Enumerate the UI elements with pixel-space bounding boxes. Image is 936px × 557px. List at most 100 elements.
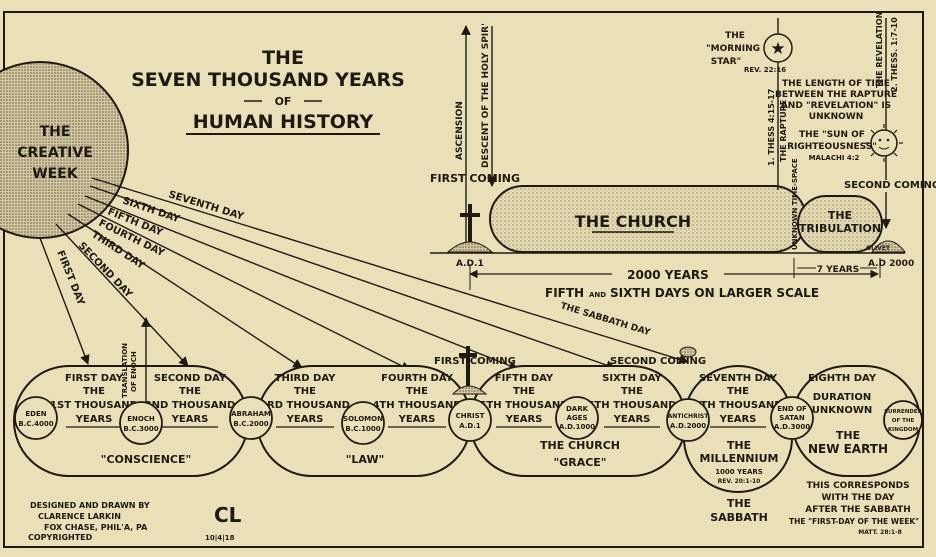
morning-star-ref: REV. 22:16 (744, 66, 786, 74)
millennium-ref: REV. 20:1-10 (718, 478, 761, 485)
ray-label-first: FIRST DAY (54, 249, 86, 308)
solomon-name: SOLOMON (343, 415, 383, 423)
credit-line4: COPYRIGHTED (28, 533, 93, 542)
day8-l3: UNKNOWN (812, 405, 873, 416)
translation-line2: OF ENOCH (130, 351, 138, 392)
surrender-name2: OF THE (892, 418, 915, 424)
node-dark-ages (555, 396, 599, 440)
ray-sixth (89, 185, 616, 370)
revelation-label: THE REVELATION (875, 12, 884, 88)
translation-line1: TRANSLATION (121, 343, 129, 398)
credit-line1: DESIGNED AND DRAWN BY (30, 501, 150, 510)
day8-l2: DURATION (813, 392, 872, 403)
end-satan-name1: END OF (777, 405, 807, 413)
day5-l3: 5TH THOUSAND (479, 400, 568, 411)
credit-line3: FOX CHASE, PHIL'A, PA (44, 523, 148, 532)
new-earth-line1: THE (836, 429, 860, 442)
sun-icon (870, 129, 898, 157)
day3-l1: THIRD DAY (275, 373, 336, 384)
end-satan-date: A.D.3000 (774, 423, 810, 431)
enoch-name: ENOCH (127, 415, 155, 423)
day7-l4: YEARS (719, 414, 757, 425)
end-satan-name2: SATAN (779, 414, 805, 422)
unknown-space-label: UNKNOWN TIME-SPACE (791, 158, 799, 250)
star-icon: ★ (770, 39, 785, 59)
ray-third (67, 213, 303, 369)
day2-l4: YEARS (171, 414, 209, 425)
day5-l2: THE (513, 386, 535, 397)
dark-ages-name2: AGES (567, 414, 588, 422)
sun-line2: RIGHTEOUSNESS" (787, 142, 877, 152)
ray-first (39, 237, 90, 365)
sun-rays-icon (865, 124, 903, 162)
day1-l2: THE (83, 386, 105, 397)
church-lower-label: THE CHURCH (540, 439, 620, 452)
era-nodes (14, 396, 923, 445)
ray-second (55, 223, 189, 367)
corr-line2: WITH THE DAY (821, 493, 895, 503)
conscience-label: "CONSCIENCE" (101, 453, 192, 466)
creative-week-line3: WEEK (32, 166, 79, 182)
grace-label: "GRACE" (553, 456, 606, 469)
tribulation-line1: THE (828, 209, 852, 222)
morning-star-line1: THE (725, 31, 745, 41)
length-line1: THE LENGTH OF TIME (782, 79, 890, 89)
second-coming-upper: SECOND COMING (844, 180, 936, 191)
day6-l2: THE (621, 386, 643, 397)
creative-week-line1: THE (40, 124, 71, 140)
church-label: THE CHURCH (575, 212, 691, 231)
revelation-ref: 2. THESS. 1:7-10 (890, 17, 899, 92)
ascension-label: ASCENSION (455, 101, 465, 160)
years7-label: 7 YEARS (817, 265, 859, 275)
second-coming-lower: SECOND COMING (610, 356, 706, 367)
title-line4: HUMAN HISTORY (193, 111, 374, 133)
olivet-mount (871, 240, 907, 253)
length-line2: BETWEEN THE RAPTURE (775, 90, 897, 100)
day2-l3: 2ND THOUSAND (145, 400, 236, 411)
day4-l2: THE (406, 386, 428, 397)
day6-l4: YEARS (613, 414, 651, 425)
abraham-name: ABRAHAM (231, 410, 271, 418)
morning-star-circle (763, 33, 793, 63)
first-coming-lower: FIRST COMING (434, 356, 516, 367)
node-eden (14, 396, 58, 440)
years2000-label: 2000 YEARS (627, 268, 709, 282)
dark-ages-date: A.D.1000 (559, 423, 595, 431)
fifth-sixth-b: SIXTH DAYS ON LARGER SCALE (610, 286, 819, 300)
tribulation-pill (797, 195, 883, 253)
descent-label: DESCENT OF THE HOLY SPIR' (481, 23, 491, 168)
day1-l4: YEARS (75, 414, 113, 425)
corr-line3: AFTER THE SABBATH (805, 505, 911, 515)
thess-label: 1. THESS 4:15-17 (767, 89, 776, 166)
node-surrender (883, 400, 923, 440)
abraham-date: B.C.2000 (233, 420, 268, 428)
title-line1: THE (262, 47, 304, 69)
antichrist-name: ANTICHRIST (668, 413, 710, 420)
millennium-line1: THE (727, 439, 751, 452)
day4-l4: YEARS (398, 414, 436, 425)
surrender-name1: SURRENDER (884, 409, 923, 415)
millennium-line3: 1000 YEARS (715, 468, 763, 476)
antichrist-date: A.D.2000 (670, 422, 706, 430)
fifth-sixth-and: AND (589, 291, 606, 299)
credit-line2: CLARENCE LARKIN (38, 512, 121, 521)
rapture-label: THE RAPTURE (779, 100, 788, 162)
eden-name: EDEN (25, 410, 46, 418)
cross-lower (466, 346, 470, 386)
day7-l2: THE (727, 386, 749, 397)
day5-l1: FIFTH DAY (495, 373, 554, 384)
day4-l1: FOURTH DAY (381, 373, 453, 384)
credit-date: 10|4|18 (205, 534, 235, 543)
eden-date: B.C.4000 (18, 420, 53, 428)
dark-ages-name1: DARK (566, 405, 589, 413)
node-abraham (229, 396, 273, 440)
morning-star-line3: STAR" (711, 57, 742, 67)
ray-fourth (77, 203, 411, 371)
length-line4: UNKNOWN (809, 112, 863, 122)
first-coming-upper: FIRST COMING (430, 172, 520, 185)
creative-week-line2: CREATIVE (17, 145, 93, 161)
day7-l1: SEVENTH DAY (699, 373, 778, 384)
ray-label-sabbath: THE SABBATH DAY (559, 301, 652, 338)
day6-l1: SIXTH DAY (602, 373, 662, 384)
